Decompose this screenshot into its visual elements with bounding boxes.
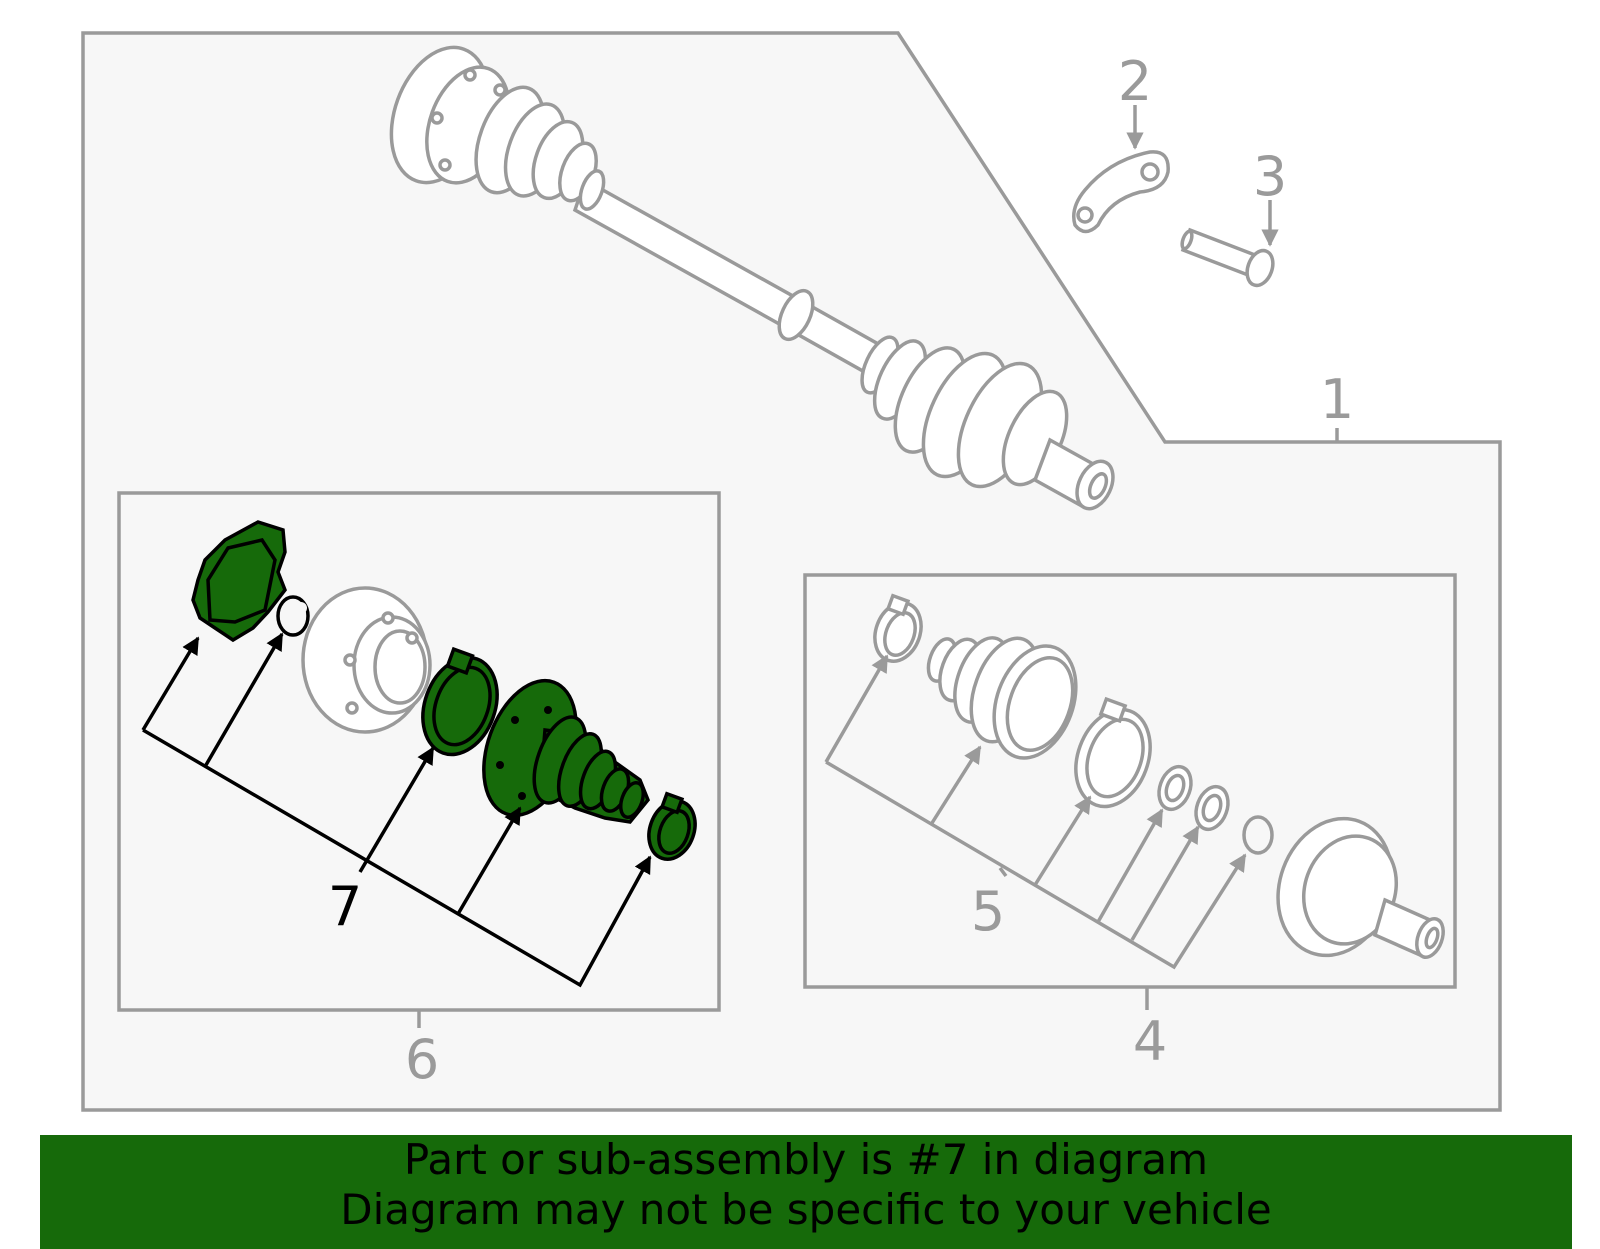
callout-5-leaders [824, 654, 1247, 970]
callout-4: 4 [1133, 1010, 1167, 1073]
callout-7-leaders [141, 632, 652, 988]
callout-2: 2 [1118, 50, 1152, 113]
bolt-icon[interactable] [1180, 227, 1277, 289]
callout-1: 1 [1320, 368, 1354, 431]
info-banner: Part or sub-assembly is #7 in diagram Di… [40, 1135, 1572, 1249]
axle-shaft-icon[interactable] [374, 34, 1120, 515]
callout-5: 5 [971, 880, 1005, 943]
callout-7: 7 [328, 875, 362, 938]
banner-line-1: Part or sub-assembly is #7 in diagram [403, 1135, 1209, 1184]
inner-cv-joint-kit-icon[interactable] [191, 520, 703, 866]
banner-line-2: Diagram may not be specific to your vehi… [340, 1185, 1272, 1234]
callout-6: 6 [405, 1028, 439, 1091]
callout-3: 3 [1253, 145, 1287, 208]
outer-cv-joint-kit-icon[interactable] [867, 593, 1448, 972]
bracket-icon[interactable] [1072, 150, 1170, 234]
